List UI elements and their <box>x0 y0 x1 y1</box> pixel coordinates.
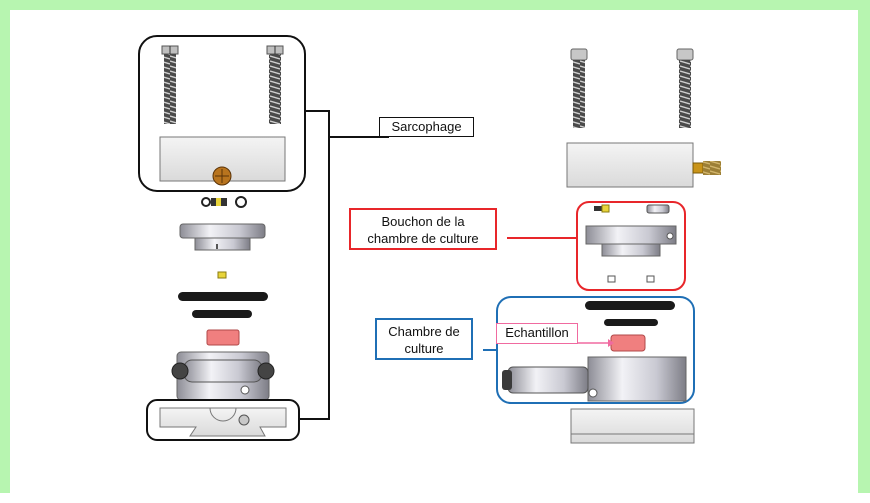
left-culture-chamber <box>171 351 275 401</box>
sarcophage-label: Sarcophage <box>379 117 474 137</box>
bouchon-label: Bouchon de la chambre de culture <box>349 208 497 250</box>
right-culture-chamber <box>502 356 687 402</box>
bouchon-outline <box>576 201 686 291</box>
left-sample <box>206 329 240 346</box>
sarcophage-top-frame <box>138 35 306 192</box>
right-small-insert-2 <box>646 275 655 283</box>
bouchon-label-line1: Bouchon de la <box>381 214 465 229</box>
sarcophage-label-text: Sarcophage <box>391 119 462 134</box>
right-base-block <box>570 408 695 444</box>
chambre-label-line1: Chambre de <box>388 324 460 339</box>
left-fitting <box>212 166 232 186</box>
sarcophage-bracket <box>299 110 330 420</box>
diagram-canvas <box>138 35 721 444</box>
echantillon-label-text: Echantillon <box>505 325 569 340</box>
right-screw-1 <box>570 48 588 128</box>
left-oring-2 <box>192 310 252 318</box>
chambre-label: Chambre de culture <box>375 318 473 360</box>
right-screw-2 <box>676 48 694 128</box>
right-top-block <box>566 142 694 188</box>
echantillon-label: Echantillon <box>496 323 578 344</box>
right-small-insert-1 <box>607 275 616 283</box>
chambre-label-line2: culture <box>404 341 444 356</box>
left-small-connectors <box>201 196 247 208</box>
echantillon-arrow <box>608 339 614 347</box>
right-gold-fitting <box>692 161 721 175</box>
left-oring-1 <box>178 292 268 301</box>
left-small-insert <box>217 271 227 279</box>
left-screw-2 <box>266 45 284 124</box>
sarcophage-base-block <box>159 407 287 437</box>
right-cap <box>585 225 677 257</box>
right-connectors <box>594 204 670 214</box>
left-screw-1 <box>161 45 179 124</box>
bouchon-label-line2: chambre de culture <box>367 231 479 246</box>
left-assembly <box>138 35 389 441</box>
left-cap <box>179 223 266 251</box>
right-oring-2 <box>604 319 658 326</box>
right-oring-1 <box>585 301 675 310</box>
right-sample <box>610 334 646 352</box>
right-assembly <box>496 48 721 444</box>
